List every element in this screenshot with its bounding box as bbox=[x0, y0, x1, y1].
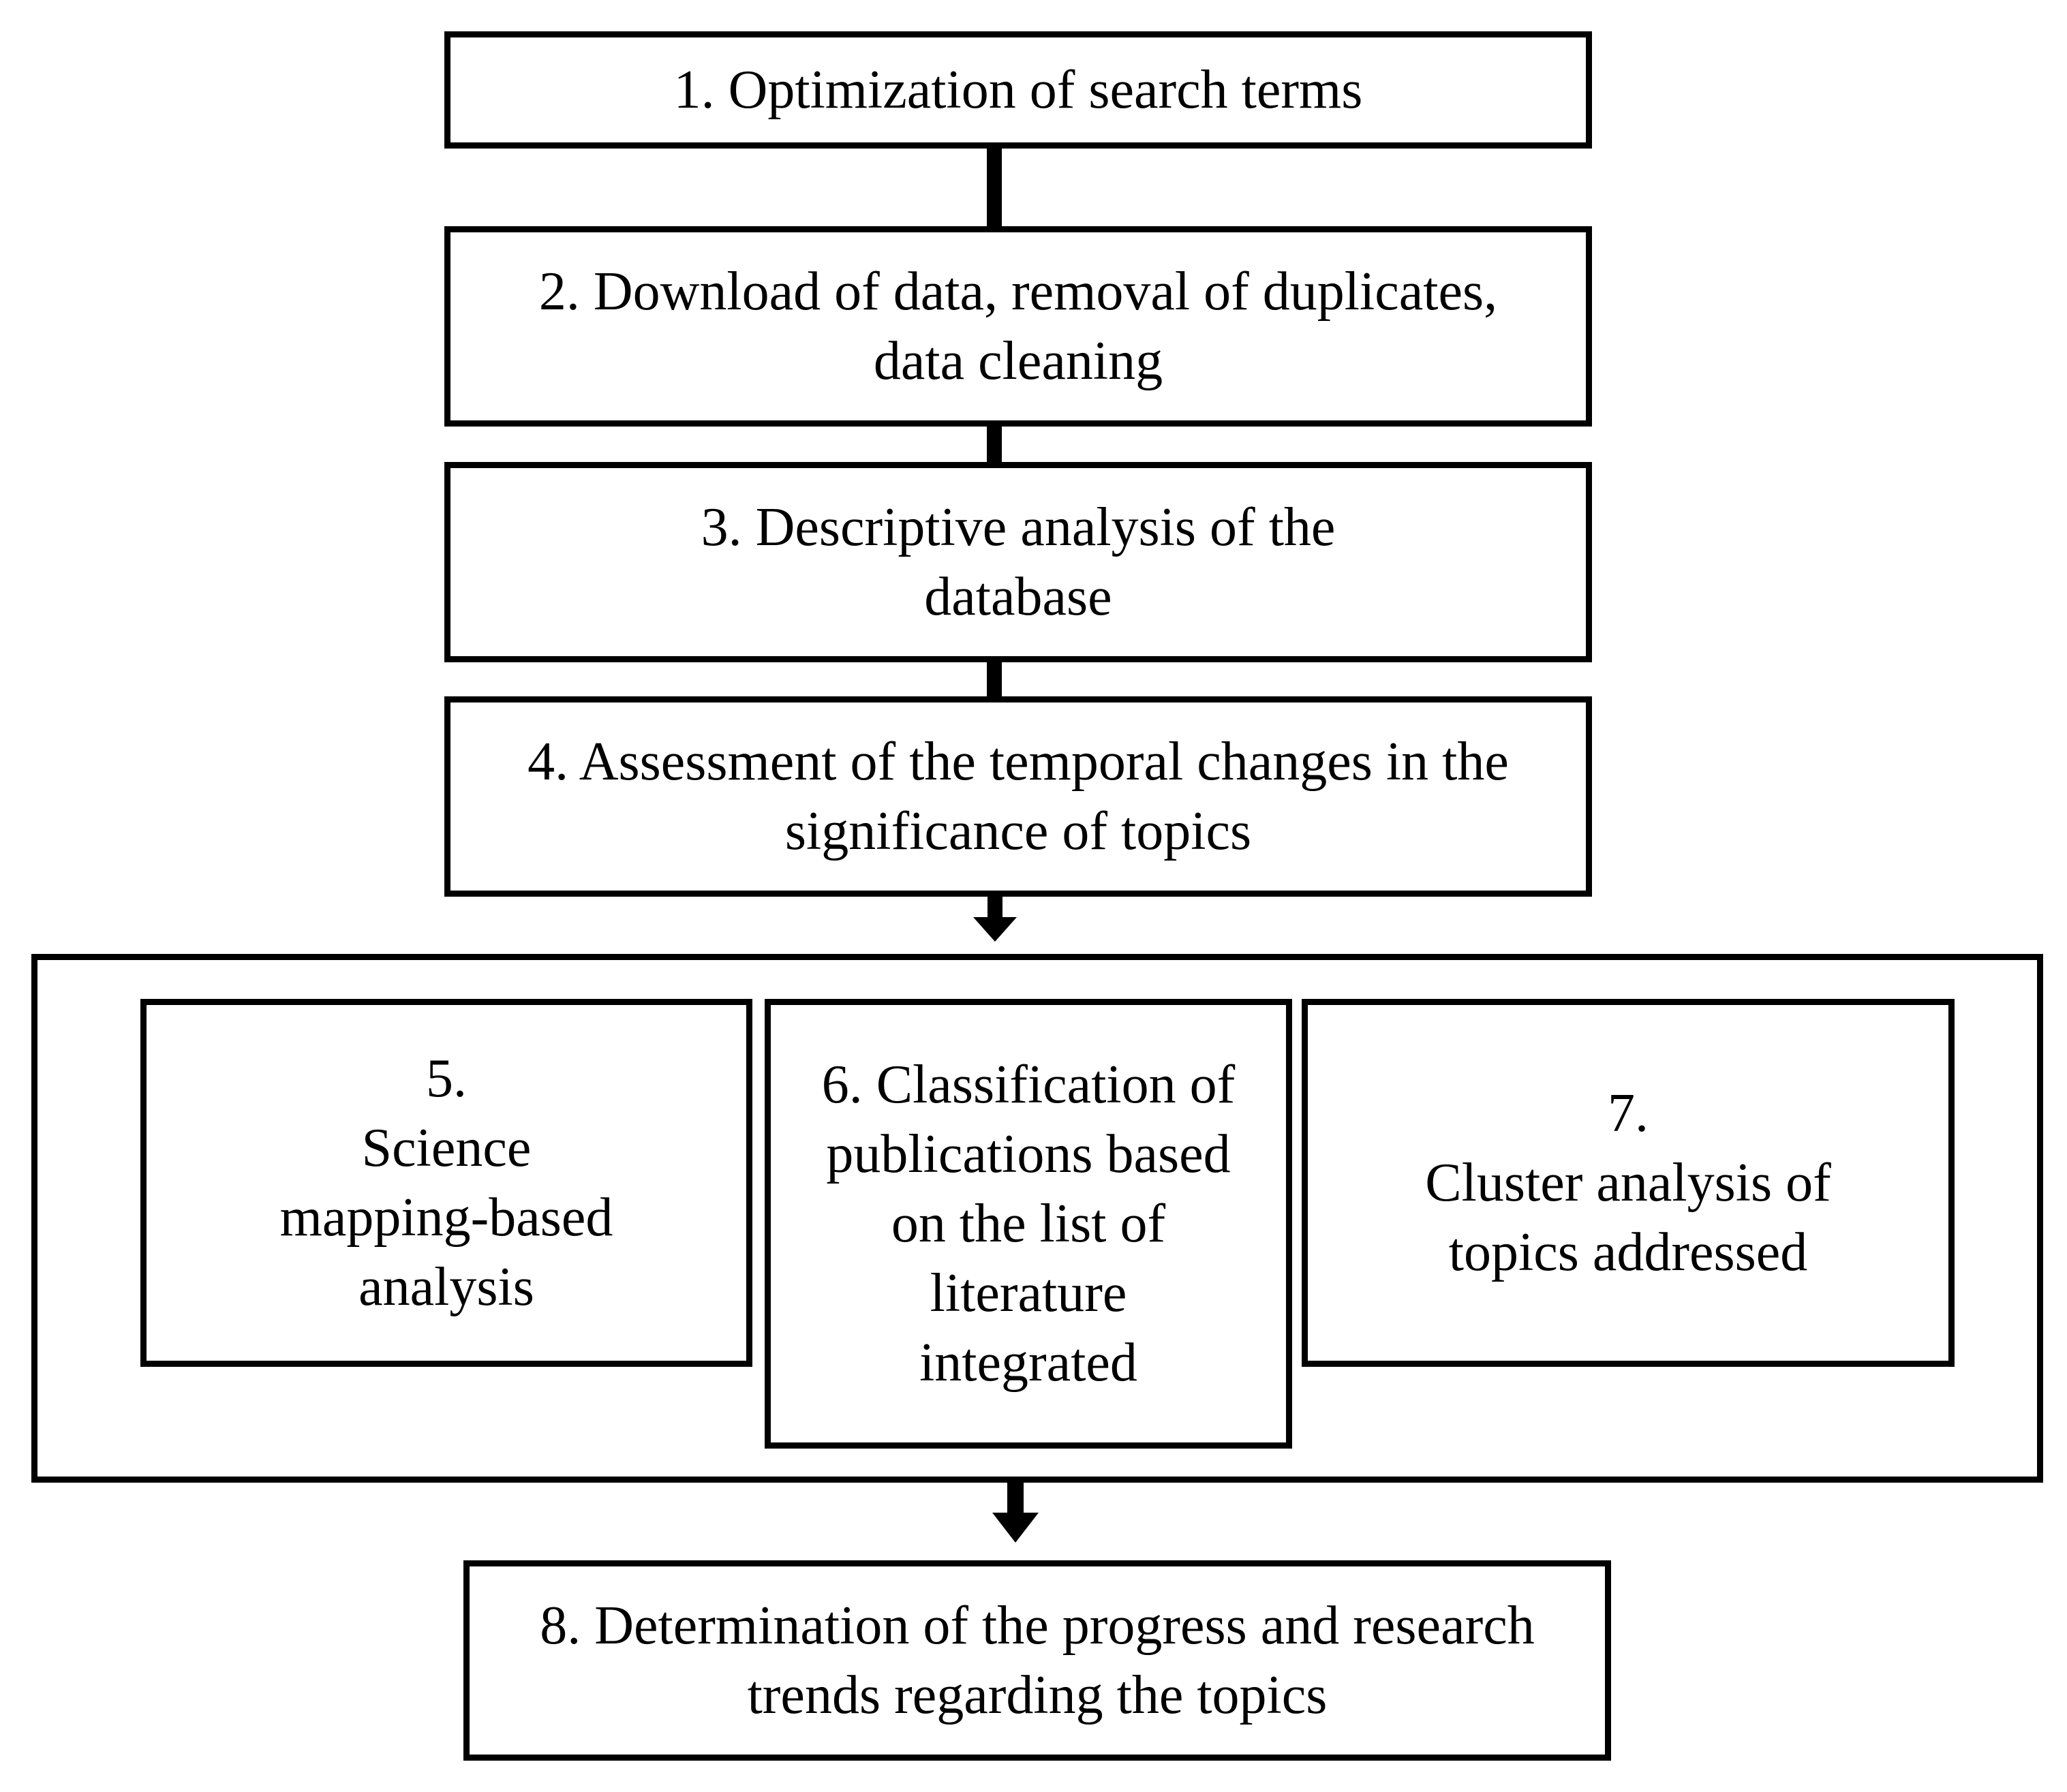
step-3-text-line-2: database bbox=[924, 567, 1112, 627]
step-2-box: 2. Download of data, removal of duplicat… bbox=[444, 226, 1592, 427]
step-1-text: 1. Optimization of search terms bbox=[673, 60, 1363, 120]
step-7-text-line-3: topics addressed bbox=[1448, 1222, 1808, 1282]
step-4-text-line-1: 4. Assessment of the temporal changes in… bbox=[527, 732, 1509, 792]
step-5-text-line-4: analysis bbox=[358, 1257, 534, 1317]
step-8-text-line-1: 8. Determination of the progress and res… bbox=[540, 1596, 1535, 1656]
step-5-box: 5. Science mapping-based analysis bbox=[140, 999, 752, 1367]
connector-3-4 bbox=[987, 660, 1002, 702]
step-6-text-line-3: on the list of bbox=[891, 1194, 1166, 1254]
step-6-box: 6. Classification of publications based … bbox=[765, 999, 1292, 1449]
step-1-box: 1. Optimization of search terms bbox=[444, 31, 1592, 149]
step-7-box: 7. Cluster analysis of topics addressed bbox=[1302, 999, 1955, 1367]
step-4-box: 4. Assessment of the temporal changes in… bbox=[444, 696, 1592, 897]
step-8-box: 8. Determination of the progress and res… bbox=[463, 1560, 1611, 1761]
step-3-box: 3. Descriptive analysis of the database bbox=[444, 462, 1592, 662]
step-2-text-line-2: data cleaning bbox=[873, 331, 1163, 391]
arrow-group-to-8 bbox=[992, 1479, 1039, 1543]
step-8-text-line-2: trends regarding the topics bbox=[747, 1665, 1328, 1725]
connector-2-3 bbox=[987, 421, 1002, 466]
step-7-text-line-1: 7. bbox=[1608, 1083, 1649, 1143]
step-6-text-line-5: integrated bbox=[919, 1333, 1137, 1393]
arrow-4-to-group bbox=[973, 893, 1017, 942]
step-7-text-line-2: Cluster analysis of bbox=[1425, 1153, 1831, 1213]
step-2-text-line-1: 2. Download of data, removal of duplicat… bbox=[538, 262, 1498, 322]
step-5-text-line-2: Science bbox=[361, 1118, 532, 1178]
step-4-text-line-2: significance of topics bbox=[784, 801, 1252, 861]
connector-1-2 bbox=[987, 143, 1002, 232]
step-5-text-line-3: mapping-based bbox=[279, 1188, 613, 1248]
step-6-text-line-1: 6. Classification of bbox=[821, 1055, 1236, 1115]
step-6-text-line-4: literature bbox=[930, 1263, 1127, 1323]
step-6-text-line-2: publications based bbox=[826, 1124, 1231, 1184]
step-3-text-line-1: 3. Descriptive analysis of the bbox=[701, 497, 1336, 557]
step-5-text-line-1: 5. bbox=[426, 1049, 467, 1109]
